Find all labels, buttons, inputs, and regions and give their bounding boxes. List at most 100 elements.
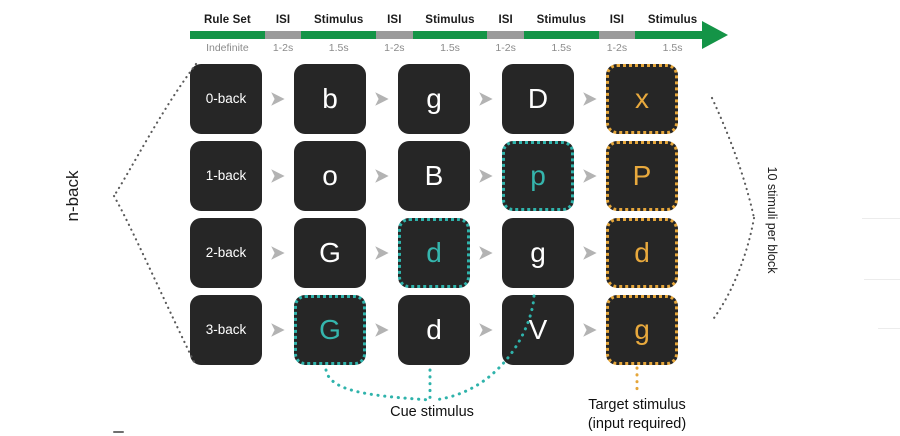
card-face: G <box>294 295 366 365</box>
play-triangle-icon <box>270 168 286 184</box>
play-triangle-icon <box>270 91 286 107</box>
stack-card <box>687 143 701 209</box>
stack-card <box>680 297 694 363</box>
timeline-duration-label: 1-2s <box>606 42 628 54</box>
play-triangle-icon <box>478 245 494 261</box>
block-brace-icon <box>710 96 756 320</box>
timeline-segment-gray <box>376 31 413 39</box>
stack-card <box>694 143 708 209</box>
stimulus-card-normal[interactable]: g <box>398 64 470 134</box>
play-triangle-icon <box>582 91 598 107</box>
target-caption-line-2: (input required) <box>587 415 687 432</box>
timeline-duration-label: 1-2s <box>384 42 405 54</box>
play-triangle-icon <box>478 322 494 338</box>
stack-card <box>687 297 701 363</box>
card-face: o <box>294 141 366 211</box>
timeline-duration-label: 1.5s <box>328 42 349 54</box>
stimulus-card-target[interactable]: P <box>606 141 715 211</box>
stimulus-card-normal[interactable]: o <box>294 141 366 211</box>
play-triangle-icon <box>582 322 598 338</box>
stimulus-letter: D <box>527 83 549 114</box>
card-face: g <box>502 218 574 288</box>
stimulus-letter: d <box>426 314 442 345</box>
timeline-segment-green <box>190 31 265 39</box>
timeline-duration-label: 1-2s <box>495 42 516 54</box>
timeline-duration-label: 1.5s <box>440 42 460 54</box>
play-triangle-icon <box>374 322 390 338</box>
stimulus-card-normal[interactable]: b <box>294 64 366 134</box>
stimulus-card-target[interactable]: g <box>606 295 715 365</box>
play-triangle-icon <box>582 168 598 184</box>
stack-card <box>694 297 708 363</box>
card-face: V <box>502 295 574 365</box>
timeline-segment-green <box>523 31 599 39</box>
timeline-duration-label: Indefinite <box>206 42 249 54</box>
stimulus-card-normal[interactable]: V <box>502 295 574 365</box>
stimulus-card-normal[interactable]: G <box>294 218 366 288</box>
rule-set-card[interactable]: 2-back <box>190 218 262 288</box>
card-face: P <box>606 141 678 211</box>
stimulus-letter: g <box>634 314 650 345</box>
nback-brace-icon <box>112 62 198 368</box>
play-triangle-icon <box>374 168 390 184</box>
stimulus-card-normal[interactable]: d <box>398 295 470 365</box>
play-triangle-icon <box>582 245 598 261</box>
stimulus-letter: o <box>322 160 338 191</box>
card-face: b <box>294 64 366 134</box>
timeline-segment-gray <box>264 31 302 39</box>
card-face: D <box>502 64 574 134</box>
stimulus-card-cue[interactable]: d <box>398 218 470 288</box>
timeline-segment-gray <box>487 31 524 39</box>
stack-card <box>687 66 701 132</box>
play-triangle-icon <box>270 322 286 338</box>
stimulus-letter: G <box>319 237 341 268</box>
timeline-phase-label: Stimulus <box>314 14 364 26</box>
stack-card <box>680 143 694 209</box>
page-tick-mark <box>113 431 124 433</box>
page-rule <box>862 218 900 219</box>
timeline-phase-label: Stimulus <box>647 14 698 26</box>
stack-card <box>701 66 715 132</box>
card-face: 2-back <box>190 218 262 288</box>
timeline-phase-label: ISI <box>498 14 513 26</box>
target-caption-line-1: Target stimulus <box>588 397 686 413</box>
nback-axis-label: n-back <box>63 170 82 222</box>
timeline-phase-label: ISI <box>609 14 625 26</box>
stimulus-letter: b <box>322 83 338 114</box>
timeline-bar <box>190 31 710 39</box>
play-triangle-icon <box>374 91 390 107</box>
stimulus-card-cue[interactable]: p <box>502 141 574 211</box>
rule-set-label: 1-back <box>205 168 247 184</box>
timeline-duration-label: 1.5s <box>551 42 572 54</box>
stimulus-letter: p <box>530 160 546 191</box>
page-rule <box>878 328 900 329</box>
stimulus-card-normal[interactable]: D <box>502 64 574 134</box>
card-face: g <box>398 64 470 134</box>
stimulus-letter: d <box>634 237 650 268</box>
stack-card <box>680 66 694 132</box>
arrow-right-icon <box>702 21 728 49</box>
stimulus-card-cue[interactable]: G <box>294 295 366 365</box>
stimulus-letter: V <box>528 314 548 345</box>
stimulus-card-target[interactable]: d <box>606 218 715 288</box>
timeline-segment-gray <box>598 31 636 39</box>
stimulus-card-normal[interactable]: B <box>398 141 470 211</box>
rule-set-card[interactable]: 0-back <box>190 64 262 134</box>
timeline-phase-label: ISI <box>387 14 402 26</box>
card-face: 1-back <box>190 141 262 211</box>
timeline-segment-green <box>412 31 488 39</box>
stimulus-letter: g <box>530 237 546 268</box>
stack-card <box>701 143 715 209</box>
stimulus-letter: g <box>426 83 442 114</box>
stimulus-card-target[interactable]: x <box>606 64 715 134</box>
rule-set-card[interactable]: 1-back <box>190 141 262 211</box>
timeline-phase-label: Stimulus <box>536 14 586 26</box>
stack-card <box>701 297 715 363</box>
stimulus-card-normal[interactable]: g <box>502 218 574 288</box>
stack-card <box>694 220 708 286</box>
rule-set-card[interactable]: 3-back <box>190 295 262 365</box>
timeline-segment-green <box>301 31 377 39</box>
